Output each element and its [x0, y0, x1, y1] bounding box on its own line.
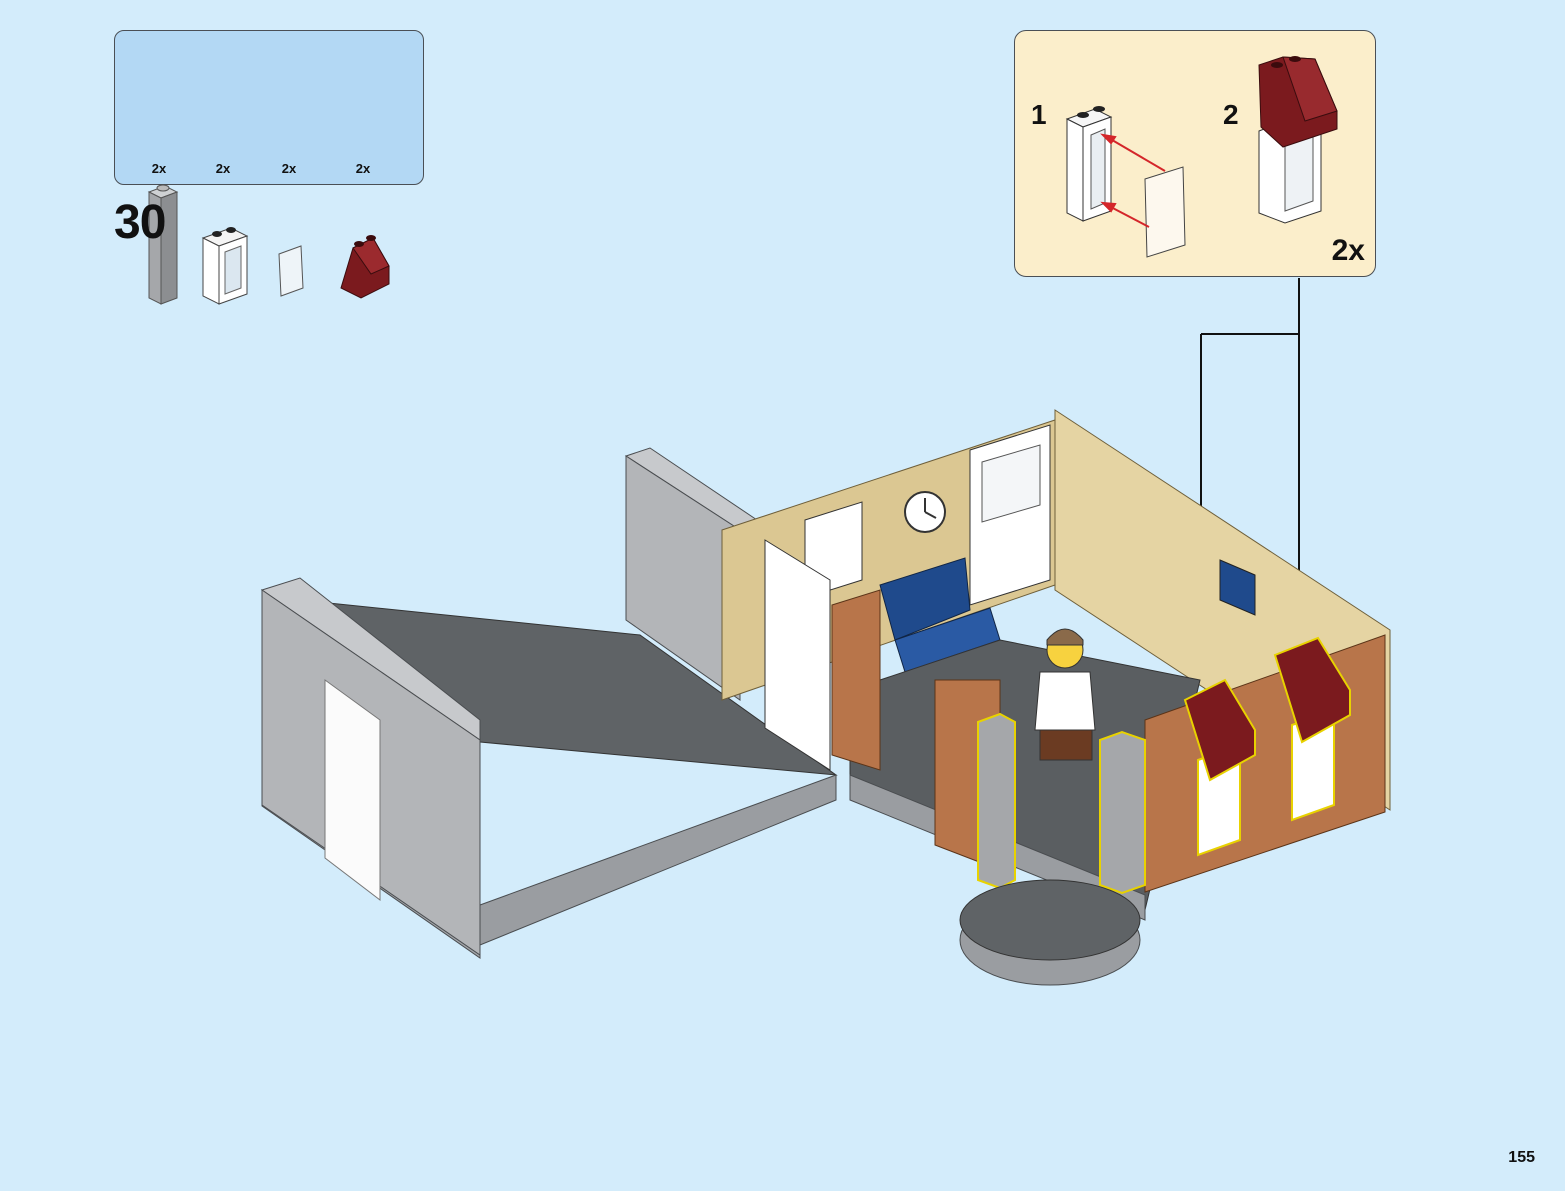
clock-icon	[905, 492, 945, 532]
page-number: 155	[1508, 1149, 1535, 1167]
pillar-left	[978, 714, 1015, 888]
door-back	[970, 425, 1050, 605]
porch-base	[960, 880, 1140, 985]
pillar-right	[1100, 732, 1145, 893]
